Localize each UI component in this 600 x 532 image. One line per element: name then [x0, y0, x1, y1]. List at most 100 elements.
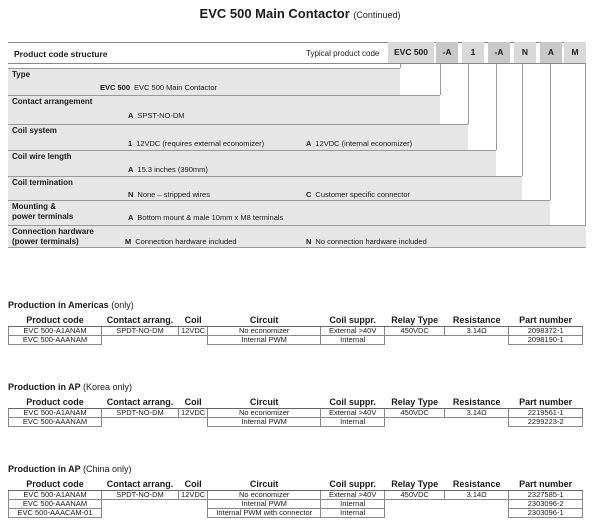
table-cell: EVC 500-AAACAM-01	[8, 508, 102, 518]
code-part-contact: -A	[436, 42, 458, 63]
table-row: EVC 500-AAACAM-01 Internal PWM with conne…	[8, 508, 584, 518]
section-title: Contact arrangement	[12, 97, 93, 106]
column-header: Resistance	[444, 479, 509, 491]
code-part-coil-system: 1	[462, 42, 484, 63]
column-header: Product code	[8, 397, 102, 409]
table-cell	[179, 509, 208, 518]
table-cell	[445, 509, 509, 518]
table-cell	[445, 500, 509, 509]
connector-line	[522, 64, 523, 176]
table-title-ap-korea: Production in AP (Korea only)	[8, 382, 133, 392]
table-cell: 12VDC	[177, 490, 209, 500]
column-header: Contact arrang.	[101, 397, 179, 409]
section-title: Coil system	[12, 126, 57, 135]
table-cell: 3.14Ω	[444, 490, 510, 500]
connector-line	[400, 64, 401, 68]
code-part-hardware: M	[564, 42, 586, 63]
table-title-ap-china: Production in AP (China only)	[8, 464, 132, 474]
column-header: Part number	[508, 479, 583, 491]
column-header: Coil	[178, 479, 208, 491]
table-cell: 2303096-1	[508, 508, 584, 518]
section-title: Coil termination	[12, 178, 73, 187]
title-continued: (Continued)	[353, 10, 401, 20]
table-cell	[179, 500, 208, 509]
column-header: Relay Type	[384, 397, 445, 409]
section-title: Mounting &	[12, 202, 56, 211]
column-header: Relay Type	[384, 315, 445, 327]
connector-line	[550, 64, 551, 200]
structure-label: Product code structure	[14, 49, 108, 59]
column-header: Resistance	[444, 397, 509, 409]
column-header: Part number	[508, 397, 583, 409]
connector-line	[585, 64, 586, 225]
table-cell: SPDT-NO-DM	[101, 326, 179, 336]
column-header: Coil suppr.	[320, 397, 385, 409]
table-cell	[102, 418, 179, 427]
table-cell: 12VDC	[177, 408, 209, 418]
table-cell	[385, 509, 445, 518]
table-cell: Internal PWM with connector	[207, 508, 322, 518]
table-cell: 3.14Ω	[444, 408, 510, 418]
table-cell	[385, 418, 445, 427]
section-title: Type	[12, 70, 31, 79]
table-cell: Internal	[320, 335, 386, 345]
table-cell: Internal PWM	[207, 417, 322, 427]
table-cell: Internal PWM	[207, 335, 322, 345]
table-cell	[102, 336, 179, 345]
column-header: Relay Type	[384, 479, 445, 491]
title-main: EVC 500 Main Contactor	[199, 6, 350, 21]
table-cell	[102, 509, 179, 518]
code-part-type: EVC 500	[388, 42, 434, 63]
table-cell: 2098190-1	[508, 335, 584, 345]
table-cell	[445, 336, 509, 345]
column-header: Product code	[8, 315, 102, 327]
column-header: Coil	[178, 315, 208, 327]
table-cell: EVC 500-AAANAM	[8, 417, 102, 427]
column-header: Part number	[508, 315, 583, 327]
connector-line	[496, 64, 497, 150]
table-cell: 2299223-2	[508, 417, 584, 427]
table-cell	[385, 500, 445, 509]
table-cell	[179, 336, 208, 345]
connector-line	[468, 64, 469, 124]
column-header: Product code	[8, 479, 102, 491]
code-part-mounting: A	[540, 42, 562, 63]
section-title: Coil wire length	[12, 152, 72, 161]
table-title-americas: Production in Americas (only)	[8, 300, 134, 310]
column-header: Circuit	[207, 315, 321, 327]
table-cell: Internal	[320, 417, 386, 427]
table-cell: EVC 500-AAANAM	[8, 335, 102, 345]
table-cell: 450VDC	[384, 408, 446, 418]
table-cell	[179, 418, 208, 427]
table-cell	[445, 418, 509, 427]
column-header: Resistance	[444, 315, 509, 327]
typical-code-label: Typical product code	[306, 49, 380, 58]
connector-line	[440, 64, 441, 95]
column-header: Circuit	[207, 397, 321, 409]
table-cell: 450VDC	[384, 326, 446, 336]
column-header: Coil	[178, 397, 208, 409]
table-cell	[385, 336, 445, 345]
column-header: Contact arrang.	[101, 315, 179, 327]
section-title-line2: power terminals	[12, 212, 74, 221]
table-cell: 450VDC	[384, 490, 446, 500]
